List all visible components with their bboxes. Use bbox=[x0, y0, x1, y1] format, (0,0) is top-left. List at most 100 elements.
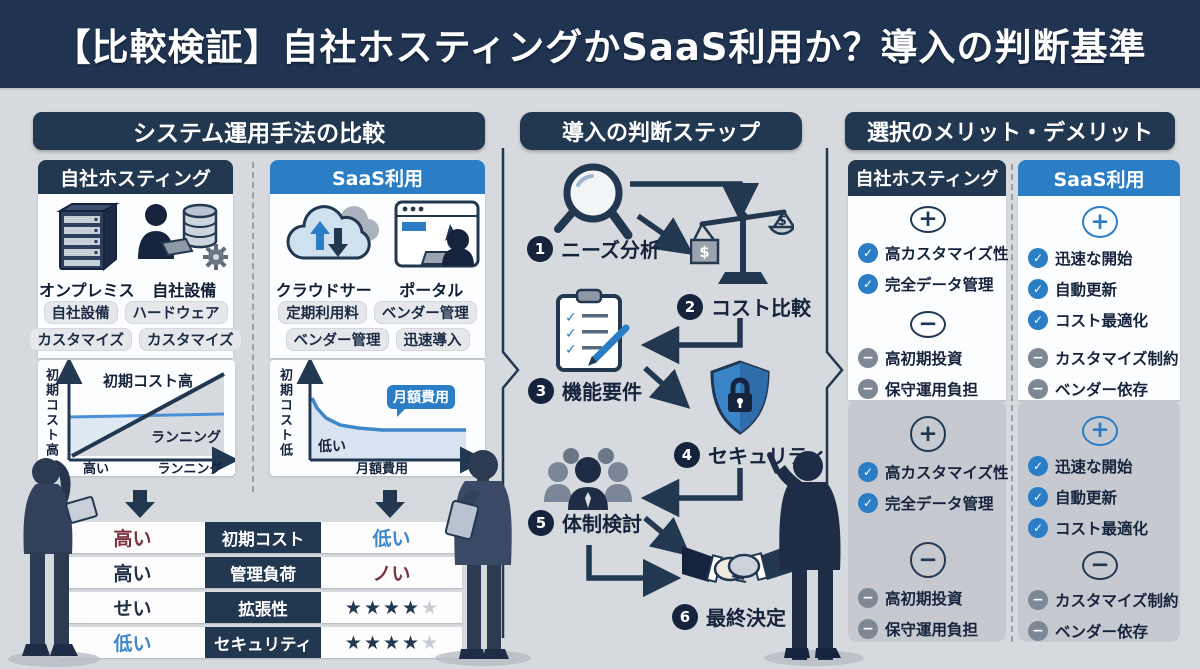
pro-item: ✓ 完全データ管理 bbox=[858, 273, 994, 295]
table-row: 低い セキュリティ ★★★★★ bbox=[60, 627, 462, 658]
saas-tag: 定期利用料 bbox=[278, 301, 367, 324]
minus-icon: − bbox=[1082, 550, 1118, 580]
check-icon: ✓ bbox=[1028, 248, 1048, 268]
con-text: 保守運用負担 bbox=[885, 621, 979, 639]
server-rack-icon bbox=[56, 202, 120, 272]
minus-icon: − bbox=[858, 588, 878, 608]
monthly-fee-badge: 月額費用 bbox=[387, 385, 455, 417]
dollar-sign: $ bbox=[699, 243, 709, 261]
star-rating: ★★★★★ bbox=[321, 627, 462, 658]
pro-item: ✓ コスト最適化 bbox=[1028, 309, 1148, 331]
table-row: 高い 管理負荷 ノい bbox=[60, 557, 462, 588]
saas-chart-plot: 低い 月額費用 bbox=[296, 360, 485, 476]
proscons-saas-header: SaaS利用 bbox=[1018, 160, 1180, 196]
con-item: − カスタマイズ制約 bbox=[1028, 347, 1179, 369]
metric-label: セキュリティ bbox=[205, 627, 321, 658]
minus-icon: − bbox=[910, 311, 946, 338]
svg-text:✓: ✓ bbox=[565, 326, 577, 342]
minus-icon: − bbox=[1028, 621, 1048, 641]
businessman-tablet-silhouette bbox=[435, 450, 531, 666]
check-icon: ✓ bbox=[1028, 517, 1048, 538]
check-icon: ✓ bbox=[1028, 279, 1048, 299]
minus-icon: − bbox=[1028, 379, 1048, 399]
pro-text: コスト最適化 bbox=[1055, 312, 1149, 330]
check-icon: ✓ bbox=[858, 462, 878, 482]
pro-text: 自動更新 bbox=[1055, 281, 1118, 299]
pro-text: コスト最適化 bbox=[1055, 519, 1149, 538]
pro-item: ✓ コスト最適化 bbox=[1028, 517, 1148, 539]
con-item: − ベンダー依存 bbox=[1028, 620, 1148, 642]
steps-section-header: 導入の判断ステップ bbox=[520, 112, 802, 150]
saas-tag: ベンダー管理 bbox=[373, 301, 477, 324]
onprem-tag: カスタマイズ bbox=[29, 328, 132, 351]
onprem-value: せい bbox=[60, 592, 205, 623]
dollar-sign: $ bbox=[777, 213, 787, 229]
saas-tag: 迅速導入 bbox=[395, 328, 470, 351]
pro-item: ✓ 高カスタマイズ性 bbox=[858, 242, 1009, 264]
businesswoman-silhouette bbox=[8, 458, 100, 667]
plus-icon: + bbox=[910, 206, 946, 233]
pro-text: 完全データ管理 bbox=[885, 495, 994, 513]
con-text: 高初期投資 bbox=[885, 350, 963, 368]
saas-procon-card-repeat: + ✓ 迅速な開始 ✓ 自動更新 ✓ コスト最適化 − − カスタマイズ制約 −… bbox=[1018, 400, 1180, 642]
con-item: − 高初期投資 bbox=[858, 347, 963, 369]
monthly-fee-line bbox=[310, 397, 466, 432]
pro-text: 完全データ管理 bbox=[885, 276, 994, 294]
section-divider-chevron bbox=[825, 148, 844, 638]
step-number: 4 bbox=[674, 441, 700, 468]
pro-item: ✓ 自動更新 bbox=[1028, 278, 1117, 300]
low-label: 低い bbox=[317, 438, 346, 455]
con-text: カスタマイズ制約 bbox=[1055, 350, 1179, 368]
comparison-table: 高い 初期コスト 低い 高い 管理負荷 ノい せい 拡張性 ★★★★★ 低い セ… bbox=[60, 522, 462, 662]
step-label-text: コスト比較 bbox=[711, 296, 811, 320]
onprem-tags-row1: 自社設備 ハードウェア bbox=[38, 301, 233, 324]
step-number: 6 bbox=[672, 603, 698, 630]
con-item: − 高初期投資 bbox=[858, 587, 963, 609]
saas-xlabel: 月額費用 bbox=[355, 461, 408, 476]
saas-tag: ベンダー管理 bbox=[285, 328, 389, 351]
stars-filled: ★★★★ bbox=[344, 631, 422, 654]
minus-icon: − bbox=[1028, 348, 1048, 368]
gear-icon bbox=[203, 244, 228, 270]
svg-text:✓: ✓ bbox=[565, 342, 577, 358]
minus-icon: − bbox=[858, 348, 878, 368]
step-number: 1 bbox=[527, 235, 553, 262]
svg-text:✓: ✓ bbox=[565, 310, 577, 326]
con-text: 高初期投資 bbox=[885, 590, 963, 608]
onprem-captions: オンプレミス 自社設備 bbox=[38, 277, 233, 301]
con-item: − 保守運用負担 bbox=[858, 618, 978, 640]
onprem-caption-2: 自社設備 bbox=[152, 281, 217, 300]
onprem-chart-plot: 初期コスト高 ランニング 高い ランニング bbox=[55, 360, 235, 476]
step-2: 2 コスト比較 bbox=[677, 292, 811, 321]
onprem-column-header: 自社ホスティング bbox=[38, 160, 233, 194]
onprem-procon-card: + ✓ 高カスタマイズ性 ✓ 完全データ管理 − − 高初期投資 − 保守運用負… bbox=[848, 196, 1009, 400]
admin-database-icon bbox=[138, 203, 228, 270]
con-text: カスタマイズ制約 bbox=[1055, 592, 1179, 610]
onprem-value: 高い bbox=[60, 557, 205, 588]
onprem-caption-1: オンプレミス bbox=[38, 281, 135, 300]
table-row: せい 拡張性 ★★★★★ bbox=[60, 592, 462, 623]
saas-procon-card: + ✓ 迅速な開始 ✓ 自動更新 ✓ コスト最適化 − カスタマイズ制約 − ベ… bbox=[1018, 196, 1180, 400]
con-item: − 保守運用負担 bbox=[858, 378, 978, 400]
step-number: 2 bbox=[677, 293, 703, 320]
step-1: 1 ニーズ分析 bbox=[527, 234, 660, 263]
saas-value: ノい bbox=[321, 557, 462, 588]
checklist-icon: ✓ ✓ ✓ bbox=[556, 288, 630, 372]
onprem-value: 低い bbox=[60, 627, 205, 658]
pro-item: ✓ 完全データ管理 bbox=[858, 492, 994, 514]
magnifier-icon bbox=[554, 163, 633, 240]
minus-icon: − bbox=[1028, 590, 1048, 610]
pro-text: 高カスタマイズ性 bbox=[885, 245, 1009, 263]
shield-lock-icon bbox=[710, 360, 770, 435]
subcolumn-divider bbox=[252, 162, 254, 492]
onprem-procon-card-repeat: + ✓ 高カスタマイズ性 ✓ 完全データ管理 − − 高初期投資 − 保守運用負… bbox=[848, 400, 1009, 642]
check-icon: ✓ bbox=[858, 493, 878, 513]
saas-chart-ylabel: 初期コスト低 bbox=[277, 368, 292, 458]
star-empty: ★ bbox=[421, 631, 439, 654]
check-icon: ✓ bbox=[1028, 310, 1048, 330]
metric-label: 管理負荷 bbox=[205, 557, 321, 588]
onprem-tag: カスタマイズ bbox=[139, 328, 242, 351]
proscons-divider bbox=[1011, 164, 1013, 642]
table-row: 高い 初期コスト 低い bbox=[60, 522, 462, 553]
